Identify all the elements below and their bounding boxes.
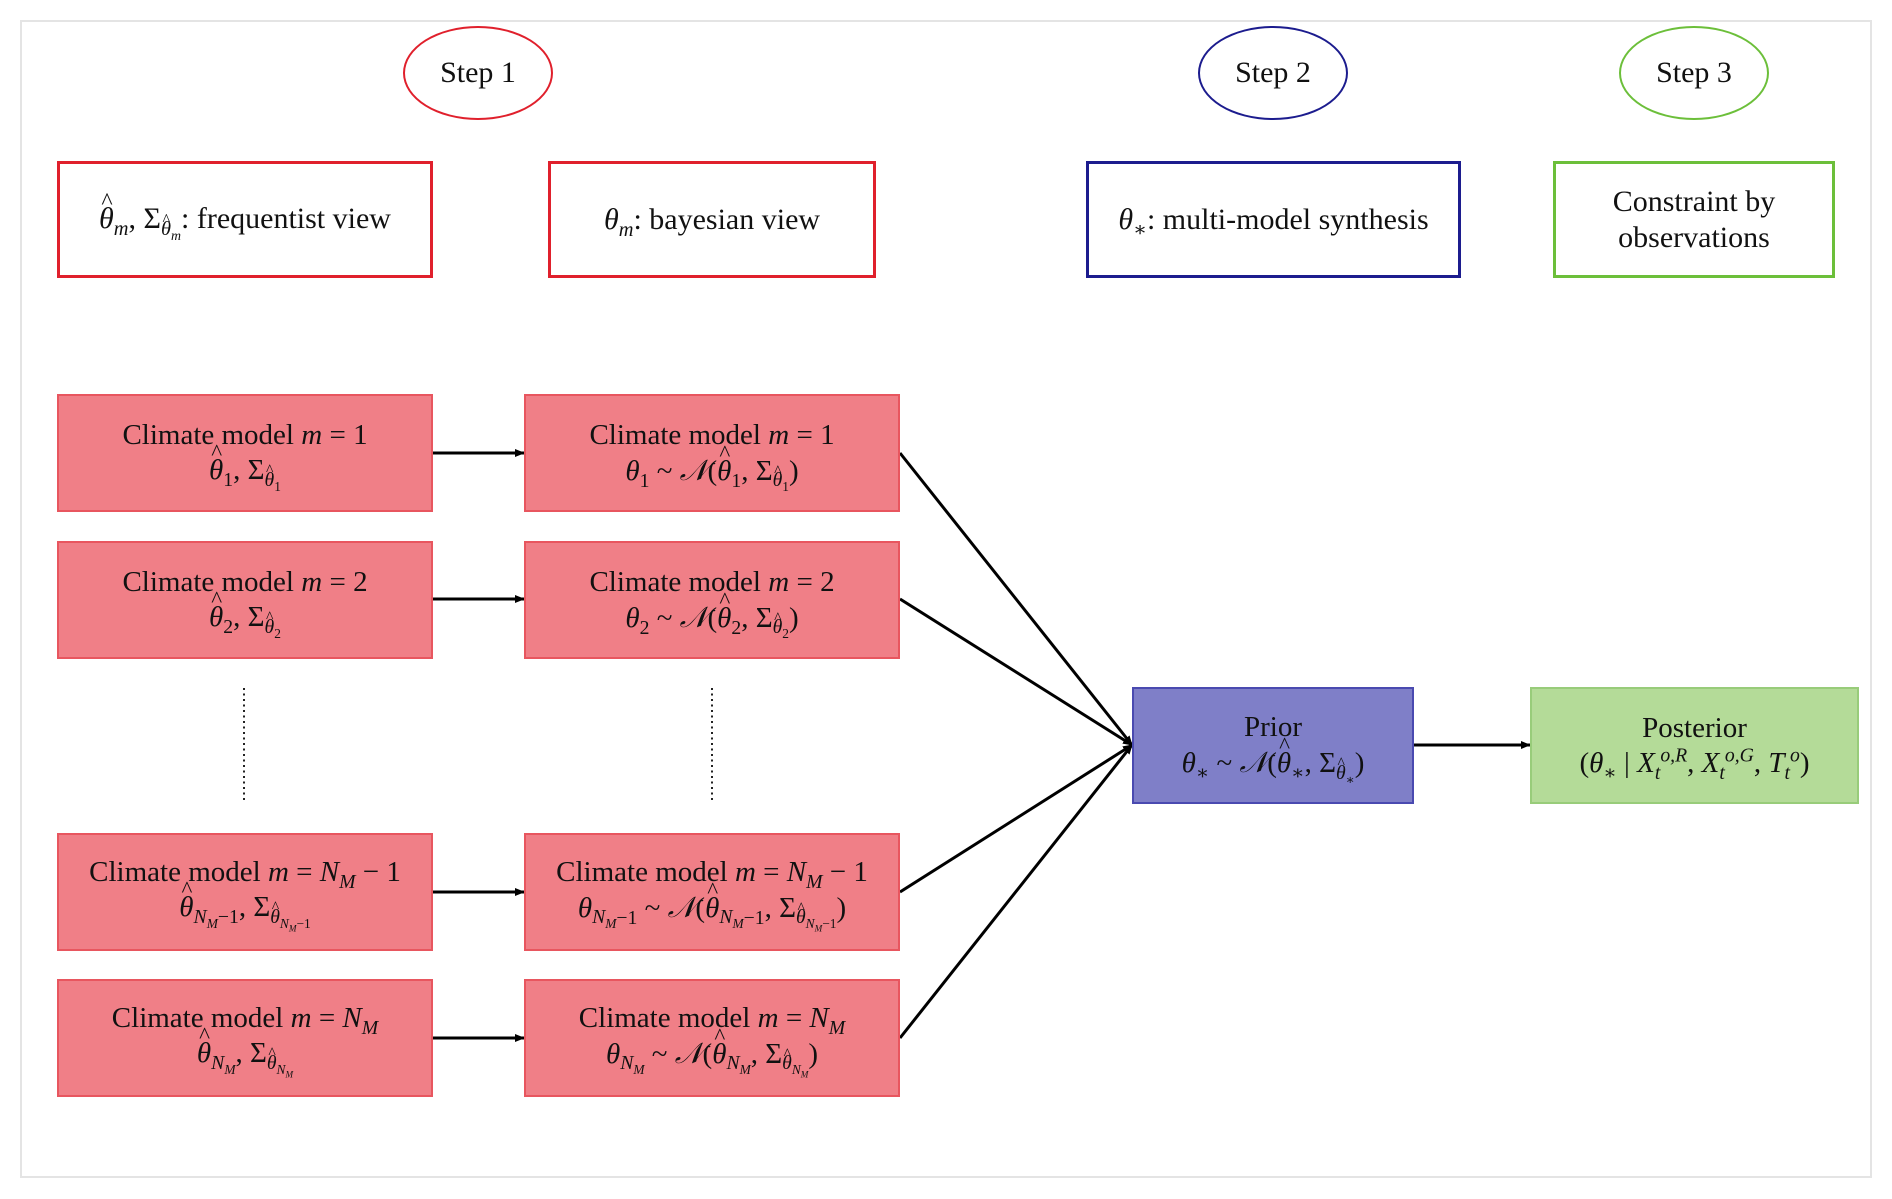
frequentist-model-nm: Climate model m = NM θNM, ΣθNM xyxy=(57,979,433,1097)
posterior-box: Posterior (θ∗ | Xto,R, Xto,G, Tto) xyxy=(1530,687,1859,804)
model-title: Climate model xyxy=(578,1001,758,1034)
model-eq: = xyxy=(789,565,821,598)
model-index: 2 xyxy=(820,565,835,598)
step-3-badge: Step 3 xyxy=(1619,26,1769,120)
step-3-label: Step 3 xyxy=(1656,56,1732,89)
bayesian-model-nm1: Climate model m = NM − 1 θNM−1 ~ 𝒩(θNM−1… xyxy=(524,833,900,951)
bayesian-view-header: θm: bayesian view xyxy=(548,161,876,278)
model-var: m xyxy=(301,419,323,452)
arrow-bayes-nm1-to-prior xyxy=(899,743,1133,894)
posterior-title: Posterior xyxy=(1642,711,1747,744)
model-index: 1 xyxy=(353,419,368,452)
model-var: m xyxy=(768,565,790,598)
model-eq: = xyxy=(789,418,821,451)
frequentist-view-label: : frequentist view xyxy=(181,202,391,236)
arrow-bayes-2-to-prior xyxy=(899,597,1133,747)
model-eq: = xyxy=(322,419,354,452)
model-title: Climate model xyxy=(89,856,268,889)
model-index: 2 xyxy=(353,566,368,599)
synthesis-label: : multi-model synthesis xyxy=(1146,202,1429,236)
model-title: Climate model xyxy=(589,418,769,451)
prior-box: Prior θ∗ ~ 𝒩(θ∗, Σθ∗) xyxy=(1132,687,1414,804)
constraint-header: Constraint by observations xyxy=(1553,161,1835,278)
bayesian-model-2: Climate model m = 2 θ2 ~ 𝒩(θ2, Σθ2) xyxy=(524,541,900,659)
bayesian-model-nm: Climate model m = NM θNM ~ 𝒩(θNM, ΣθNM) xyxy=(524,979,900,1097)
diagram-frame xyxy=(20,20,1872,1178)
model-var: m xyxy=(301,566,323,599)
model-index: 1 xyxy=(820,418,835,451)
frequentist-model-nm1: Climate model m = NM − 1 θNM−1, ΣθNM−1 xyxy=(57,833,433,951)
prior-title: Prior xyxy=(1244,711,1302,744)
step-2-label: Step 2 xyxy=(1235,56,1311,89)
synthesis-header: θ∗: multi-model synthesis xyxy=(1086,161,1461,278)
model-eq: = xyxy=(322,566,354,599)
model-var: m xyxy=(768,418,790,451)
arrow-bayes-1-to-prior xyxy=(898,452,1134,746)
step-1-label: Step 1 xyxy=(440,56,516,89)
constraint-line-1: Constraint by xyxy=(1612,184,1776,218)
step-2-badge: Step 2 xyxy=(1198,26,1348,120)
frequentist-view-header: θm, Σθm: frequentist view xyxy=(57,161,433,278)
bayesian-model-1: Climate model m = 1 θ1 ~ 𝒩(θ1, Σθ1) xyxy=(524,394,900,512)
model-title: Climate model xyxy=(122,566,302,599)
frequentist-model-2: Climate model m = 2 θ2, Σθ2 xyxy=(57,541,433,659)
step-1-badge: Step 1 xyxy=(403,26,553,120)
arrow-bayes-nm-to-prior xyxy=(898,744,1134,1039)
frequentist-model-1: Climate model m = 1 θ1, Σθ1 xyxy=(57,394,433,512)
bayesian-view-label: : bayesian view xyxy=(633,202,821,236)
model-title: Climate model xyxy=(589,565,769,598)
model-title: Climate model xyxy=(111,1002,291,1035)
model-title: Climate model xyxy=(122,419,302,452)
model-title: Climate model xyxy=(556,855,735,888)
constraint-line-2: observations xyxy=(1618,220,1770,254)
